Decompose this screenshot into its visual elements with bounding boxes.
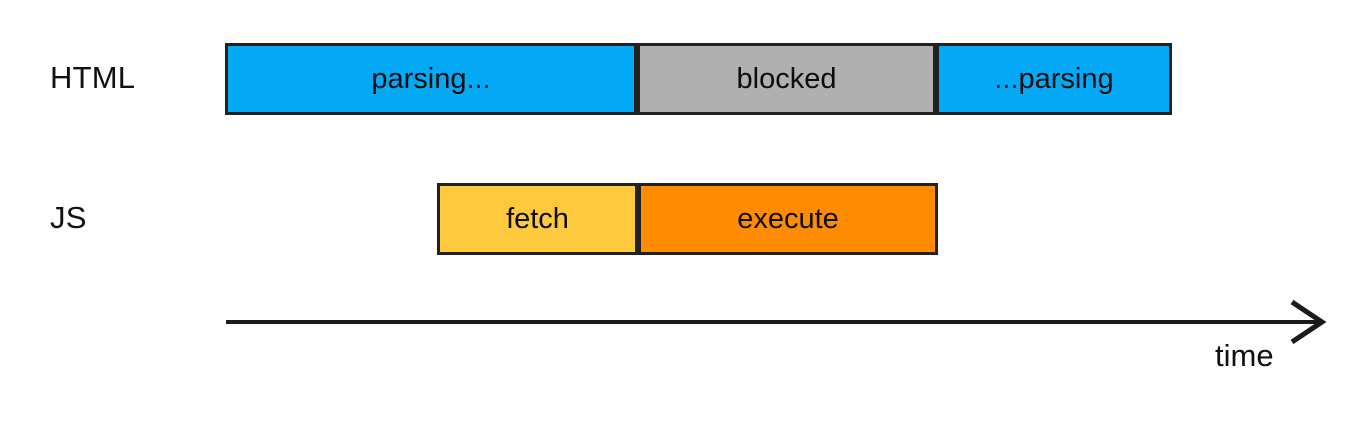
segment-label: execute bbox=[737, 202, 839, 235]
timeline-track-html: parsing... blocked ...parsing bbox=[225, 43, 1172, 115]
segment-html-blocked[interactable]: blocked bbox=[637, 43, 936, 115]
arrow-right-icon bbox=[1290, 299, 1327, 345]
time-axis-line bbox=[226, 320, 1318, 324]
row-label-js: JS bbox=[50, 200, 87, 235]
row-label-html: HTML bbox=[50, 60, 136, 95]
time-axis-caption: time bbox=[1215, 338, 1274, 373]
segment-label: fetch bbox=[506, 202, 569, 235]
segment-html-parsing[interactable]: parsing... bbox=[225, 43, 637, 115]
timeline-track-js: fetch execute bbox=[437, 183, 938, 255]
segment-js-fetch[interactable]: fetch bbox=[437, 183, 638, 255]
segment-js-execute[interactable]: execute bbox=[638, 183, 938, 255]
segment-label: ...parsing bbox=[994, 62, 1114, 95]
segment-label: blocked bbox=[736, 62, 837, 95]
segment-html-parsing-resume[interactable]: ...parsing bbox=[936, 43, 1172, 115]
segment-label: parsing... bbox=[371, 62, 491, 95]
